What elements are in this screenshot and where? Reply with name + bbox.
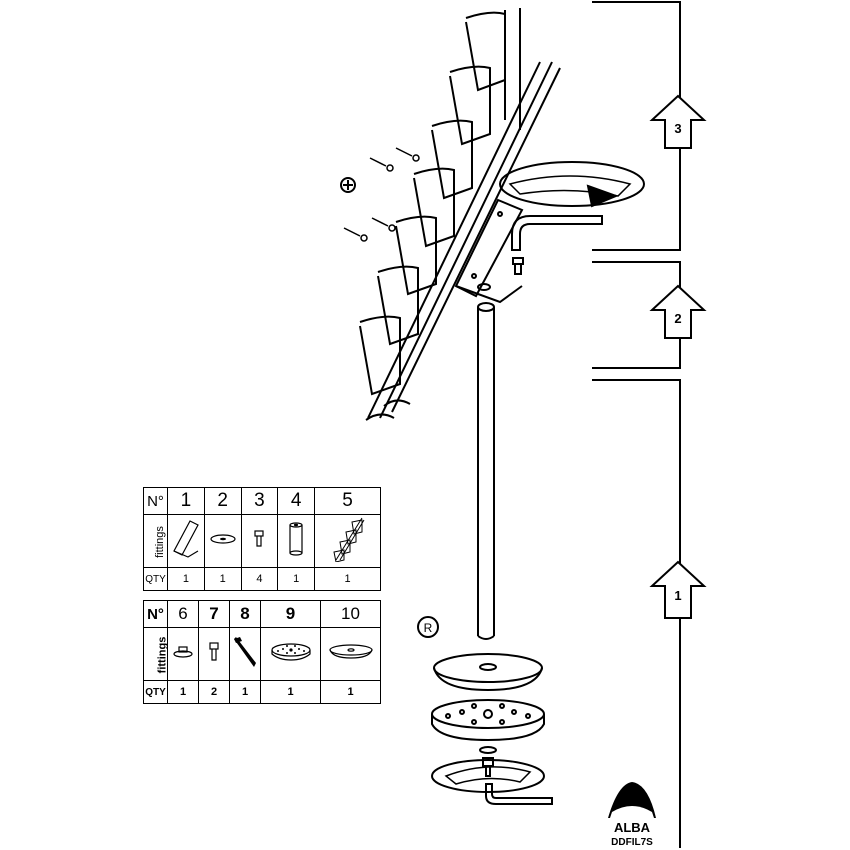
allen-key-top <box>511 215 603 251</box>
qty-value: 1 <box>167 567 205 591</box>
step-number-2: 2 <box>674 311 681 326</box>
step-bracket-1 <box>592 379 707 848</box>
no-label: N° <box>143 600 168 628</box>
part-number: 6 <box>167 600 199 628</box>
parts-table-2: N° 6 7 8 9 10 fittings QTY 1 2 1 1 1 <box>143 600 381 704</box>
header-row: N° 6 7 8 9 10 <box>143 600 381 628</box>
fittings-label: fittings <box>156 636 169 674</box>
qty-value: 1 <box>260 680 321 704</box>
qty-value: 1 <box>229 680 261 704</box>
qty-label: QTY <box>143 567 168 591</box>
part-number: 2 <box>203 487 242 515</box>
base-plate-icon <box>260 627 321 681</box>
step-bracket-3 <box>592 1 707 251</box>
fittings-row: fittings <box>143 627 381 681</box>
qty-row: QTY 1 1 4 1 1 <box>143 567 381 591</box>
brand-name: ALBA <box>614 820 651 835</box>
allen-key-bottom <box>485 783 553 805</box>
part-number: 1 <box>167 487 205 515</box>
qty-value: 1 <box>320 680 381 704</box>
part-number: 7 <box>198 600 230 628</box>
base-cover-icon <box>320 627 381 681</box>
fittings-row: fittings <box>143 514 381 568</box>
marker-r-label: R <box>424 621 433 635</box>
pole <box>477 302 495 640</box>
alba-logo: ALBA DDFIL7S <box>608 782 656 848</box>
qty-value: 1 <box>167 680 199 704</box>
part-number: 5 <box>314 487 381 515</box>
screws <box>343 147 420 242</box>
rotate-arrow-bottom <box>431 759 545 793</box>
base-cover <box>433 653 543 692</box>
no-label: N° <box>143 487 168 515</box>
qty-value: 1 <box>203 567 242 591</box>
nut-icon <box>167 627 199 681</box>
brochure-holder-icon <box>314 514 381 568</box>
part-number: 8 <box>229 600 261 628</box>
screw-icon <box>240 514 279 568</box>
connector-icon <box>277 514 315 568</box>
part-number: 10 <box>320 600 381 628</box>
bracket-plate <box>454 198 524 304</box>
qty-value: 1 <box>314 567 381 591</box>
step-bracket-2 <box>592 261 707 369</box>
qty-value: 2 <box>198 680 230 704</box>
part-number: 3 <box>240 487 279 515</box>
base-plate <box>431 699 545 742</box>
qty-value: 1 <box>277 567 315 591</box>
bracket-plate-icon <box>167 514 205 568</box>
bolt-top <box>512 257 524 275</box>
part-number: 9 <box>260 600 321 628</box>
bolt-icon <box>198 627 230 681</box>
phillips-screwdriver-icon <box>340 177 356 193</box>
part-number: 4 <box>277 487 315 515</box>
qty-row: QTY 1 2 1 1 1 <box>143 680 381 704</box>
nut-and-bolt-bottom <box>479 746 497 777</box>
parts-table-1: N° 1 2 3 4 5 fittings QTY 1 1 4 1 1 <box>143 487 381 591</box>
header-row: N° 1 2 3 4 5 <box>143 487 381 515</box>
brand-code: DDFIL7S <box>611 837 653 848</box>
step-number-3: 3 <box>674 121 681 136</box>
washer-icon <box>203 514 242 568</box>
qty-label: QTY <box>143 680 168 704</box>
rotate-arrow-top <box>499 161 645 208</box>
allen-key-icon <box>229 627 261 681</box>
step-number-1: 1 <box>674 588 681 603</box>
brochure-holder <box>359 8 561 421</box>
marker-r <box>417 616 439 638</box>
fittings-label: fittings <box>153 526 166 558</box>
qty-value: 4 <box>240 567 279 591</box>
